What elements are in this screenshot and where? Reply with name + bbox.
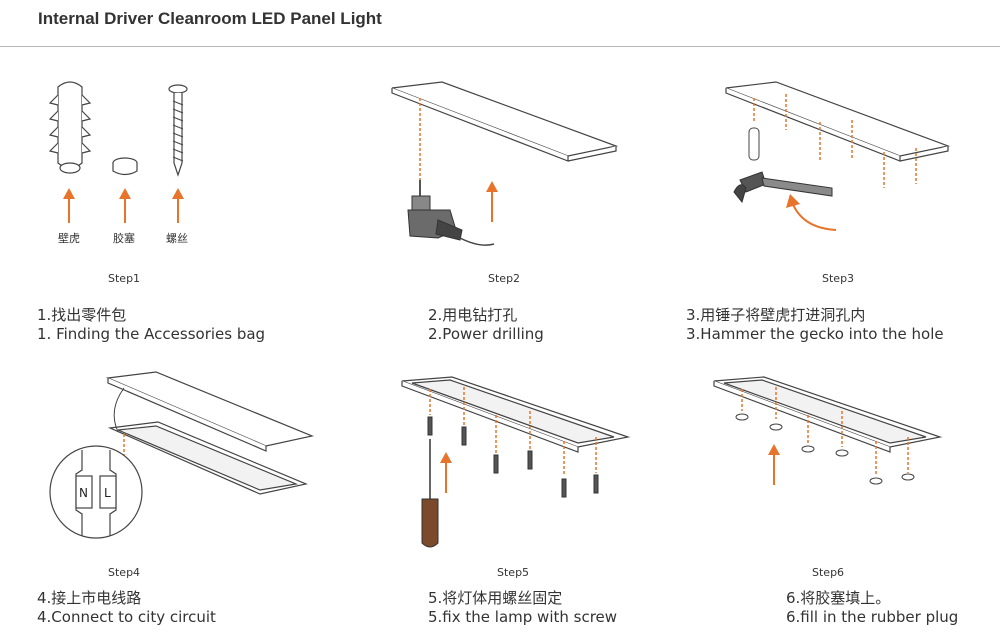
step4-illustration: N L — [49, 371, 315, 539]
power-wire — [113, 387, 125, 433]
step5-caption-en: 5.fix the lamp with screw — [428, 608, 618, 626]
led-panel — [713, 376, 943, 453]
live-terminal-label: L — [104, 486, 111, 500]
connector-detail — [49, 445, 143, 539]
step5-caption: 5.将灯体用螺丝固定 5.fix the lamp with screw — [428, 589, 617, 627]
swing-arrow-icon — [791, 201, 837, 231]
step6-label: Step6 — [812, 566, 845, 579]
arrow-up-icon — [440, 452, 452, 493]
step5-caption-zh: 5.将灯体用螺丝固定 — [428, 589, 563, 607]
drill-icon — [407, 180, 495, 246]
ceiling-panel — [391, 81, 619, 162]
part-label-anchor: 壁虎 — [58, 232, 80, 245]
step6-illustration — [713, 376, 943, 485]
step3-caption-en: 3.Hammer the gecko into the hole — [686, 325, 944, 343]
step3-caption-zh: 3.用锤子将壁虎打进洞孔内 — [686, 306, 866, 324]
neutral-terminal-label: N — [79, 486, 88, 500]
step4-label: Step4 — [108, 566, 141, 579]
swing-arrow-head — [786, 194, 800, 208]
part-label-screw: 螺丝 — [166, 232, 188, 245]
step1-caption-zh: 1.找出零件包 — [37, 306, 127, 324]
screw-icon — [168, 84, 188, 177]
step5-illustration — [401, 376, 631, 548]
led-panel — [107, 421, 308, 495]
step1-caption-en: 1. Finding the Accessories bag — [37, 325, 266, 343]
plug-guide-lines — [741, 387, 909, 475]
arrow-up-icon — [63, 188, 184, 223]
screw-guide-lines — [429, 387, 597, 475]
anchor-icon — [48, 81, 92, 174]
hole-guide-lines — [753, 94, 917, 188]
ceiling-panel — [725, 81, 951, 162]
step5-label: Step5 — [497, 566, 530, 579]
step1-caption: 1.找出零件包 1. Finding the Accessories bag — [37, 306, 265, 344]
arrow-up-icon — [768, 444, 780, 485]
step2-label: Step2 — [488, 272, 521, 285]
step1-label: Step1 — [108, 272, 141, 285]
step6-caption-zh: 6.将胶塞填上。 — [786, 589, 891, 607]
hammer-icon — [733, 171, 833, 204]
anchor-icon — [748, 127, 760, 161]
step2-illustration — [391, 81, 619, 246]
step3-illustration — [725, 81, 951, 231]
arrow-up-icon — [486, 181, 498, 222]
step6-caption-en: 6.fill in the rubber plug — [786, 608, 959, 626]
step6-caption: 6.将胶塞填上。 6.fill in the rubber plug — [786, 589, 958, 627]
rubber-plug-icon — [112, 157, 138, 176]
led-panel — [401, 376, 631, 453]
step3-label: Step3 — [822, 272, 855, 285]
step4-caption-en: 4.Connect to city circuit — [37, 608, 216, 626]
part-label-plug: 胶塞 — [113, 232, 135, 245]
step2-caption-en: 2.Power drilling — [428, 325, 544, 343]
step4-caption-zh: 4.接上市电线路 — [37, 589, 142, 607]
step2-caption: 2.用电钻打孔 2.Power drilling — [428, 306, 544, 344]
screw-icons — [427, 416, 599, 498]
step2-caption-zh: 2.用电钻打孔 — [428, 306, 518, 324]
screwdriver-icon — [421, 439, 439, 548]
step1-illustration — [48, 81, 188, 223]
rubber-plug-icons — [735, 413, 915, 485]
ceiling-panel — [105, 371, 315, 452]
title-divider — [0, 46, 1000, 47]
page-title: Internal Driver Cleanroom LED Panel Ligh… — [38, 9, 382, 28]
step4-caption: 4.接上市电线路 4.Connect to city circuit — [37, 589, 216, 627]
step3-caption: 3.用锤子将壁虎打进洞孔内 3.Hammer the gecko into th… — [686, 306, 944, 344]
